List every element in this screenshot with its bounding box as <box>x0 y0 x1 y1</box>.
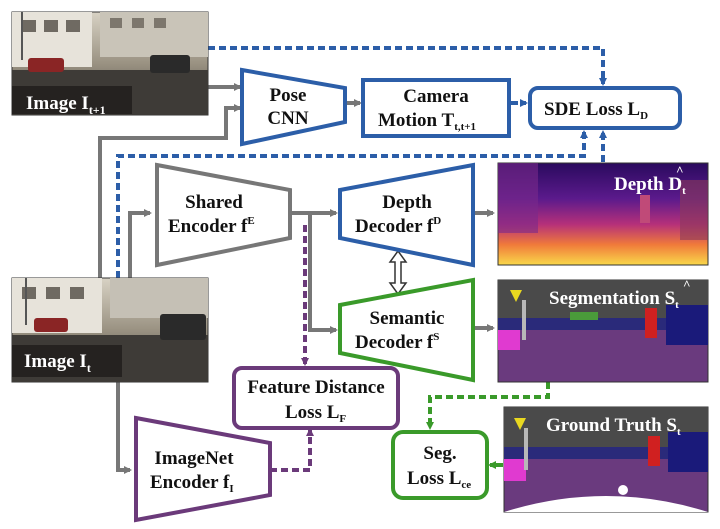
semantic-decoder-line1: Semantic <box>370 308 445 329</box>
image-t-label: Image It <box>24 351 91 375</box>
purple-connectors <box>270 225 314 472</box>
pose-cnn-line1: Pose <box>270 85 307 106</box>
semantic-decoder-sup: S <box>433 331 439 343</box>
image-t-label-sub: t <box>87 361 91 375</box>
sde-loss-label: SDE Loss LD <box>544 99 648 122</box>
depth-image-panel: Depth Dt ^ <box>497 162 709 266</box>
blue-connectors <box>116 46 607 278</box>
image-t-label-base: Image I <box>24 351 87 372</box>
semantic-decoder-line2-base: Decoder f <box>355 332 434 353</box>
seg-loss-line2-base: Loss L <box>407 468 461 489</box>
image-t-panel: Image It <box>11 277 209 383</box>
sde-loss-sub: D <box>640 110 648 122</box>
imagenet-encoder-line2-base: Encoder f <box>150 472 230 493</box>
ground-truth-label-base: Ground Truth S <box>546 415 677 436</box>
pose-cnn-node: Pose CNN <box>240 67 347 147</box>
feature-distance-loss-node: Feature Distance Loss LF <box>232 366 400 430</box>
camera-motion-sub: t,t+1 <box>454 121 476 133</box>
ground-truth-image-panel: Ground Truth St <box>503 406 709 513</box>
arrow-imagenet-to-feature <box>270 428 314 472</box>
seg-loss-line1: Seg. <box>423 443 456 464</box>
segmentation-image-panel: Segmentation St ^ <box>497 277 709 383</box>
feature-distance-sub: F <box>339 413 346 425</box>
ground-truth-label-sub: t <box>677 426 681 438</box>
gray-connectors <box>98 83 495 474</box>
image-t1-panel: Image It+1 <box>11 11 209 117</box>
segmentation-label-base: Segmentation S <box>549 288 675 309</box>
arrow-shared-to-semantic <box>308 215 338 334</box>
camera-motion-line2: Motion Tt,t+1 <box>378 110 476 133</box>
imagenet-encoder-sub: I <box>229 483 233 495</box>
camera-motion-node: Camera Motion Tt,t+1 <box>361 78 511 138</box>
decoder-exchange-double-arrow-icon <box>388 249 408 296</box>
arrow-image-t-to-shared <box>128 209 152 278</box>
pose-cnn-line2: CNN <box>267 108 308 129</box>
sde-loss-node: SDE Loss LD <box>528 86 682 130</box>
depth-label: Depth Dt <box>614 174 686 197</box>
arrow-image-t-to-imagenet <box>116 382 132 474</box>
depth-decoder-line2-base: Decoder f <box>355 216 434 237</box>
depth-decoder-line1: Depth <box>382 192 432 213</box>
seg-loss-node: Seg. Loss Lce <box>391 430 489 500</box>
shared-encoder-sup: E <box>247 215 254 227</box>
shared-encoder-line2-base: Encoder f <box>168 216 248 237</box>
arrow-image-t-to-pose <box>98 104 242 278</box>
imagenet-encoder-node: ImageNet Encoder fI <box>134 415 272 523</box>
semantic-decoder-node: Semantic Decoder fS <box>338 277 475 383</box>
imagenet-encoder-line1: ImageNet <box>154 448 234 469</box>
segmentation-label-hat: ^ <box>683 277 691 292</box>
arrow-seg-to-segloss <box>426 382 550 430</box>
semantic-decoder-line2: Decoder fS <box>355 331 439 353</box>
shared-encoder-node: Shared Encoder fE <box>155 162 292 268</box>
sde-loss-base: SDE Loss L <box>544 99 640 120</box>
imagenet-encoder-line2: Encoder fI <box>150 472 234 495</box>
image-t1-label-base: Image I <box>26 93 89 114</box>
shared-encoder-line2: Encoder fE <box>168 215 255 237</box>
depth-decoder-sup: D <box>433 215 441 227</box>
camera-motion-line2-base: Motion T <box>378 110 455 131</box>
seg-loss-sub: ce <box>461 479 471 491</box>
ground-truth-label: Ground Truth St <box>546 415 681 438</box>
segmentation-label-sub: t <box>675 299 679 311</box>
segmentation-label: Segmentation St <box>549 288 679 311</box>
depth-decoder-line2: Decoder fD <box>355 215 441 237</box>
depth-label-sub: t <box>682 185 686 197</box>
feature-distance-line2-base: Loss L <box>285 402 339 423</box>
shared-encoder-line1: Shared <box>185 192 243 213</box>
depth-label-base: Depth D <box>614 174 682 195</box>
feature-distance-line1: Feature Distance <box>247 377 384 398</box>
image-t1-label-sub: t+1 <box>89 103 106 117</box>
green-connectors <box>426 382 550 469</box>
image-t1-label: Image It+1 <box>26 93 106 117</box>
seg-loss-line2: Loss Lce <box>407 468 471 491</box>
depth-label-hat: ^ <box>676 163 684 178</box>
arrow-image-t-to-sde <box>116 130 588 278</box>
depth-decoder-node: Depth Decoder fD <box>338 162 475 268</box>
camera-motion-line1: Camera <box>403 86 469 107</box>
feature-distance-line2: Loss LF <box>285 402 346 425</box>
arrow-image-t1-to-sde <box>208 46 607 86</box>
